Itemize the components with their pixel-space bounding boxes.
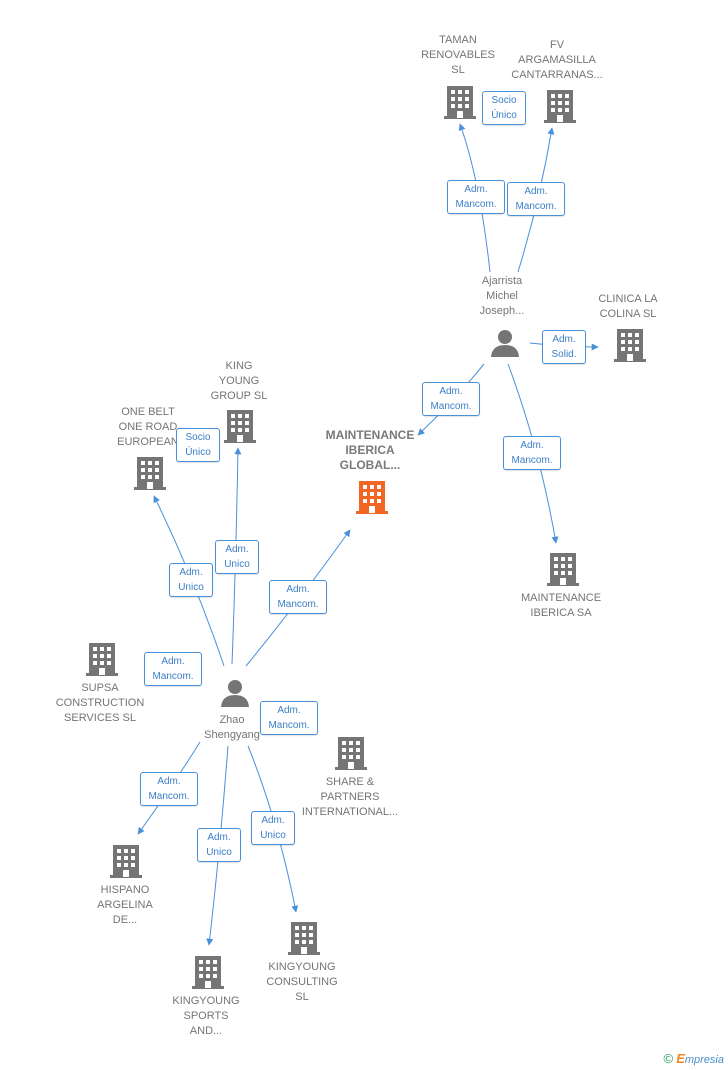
company-label: FV ARGAMASILLA CANTARRANAS... — [511, 39, 603, 81]
brand-initial: E — [676, 1051, 685, 1066]
company-taman-renovables[interactable]: TAMAN RENOVABLES SL — [405, 33, 511, 78]
company-share-partners[interactable]: SHARE & PARTNERS INTERNATIONAL... — [290, 775, 410, 820]
company-label: KING YOUNG GROUP SL — [210, 360, 268, 402]
person-label: Zhao Shengyang — [204, 714, 260, 741]
relation-tag-adm-solid[interactable]: Adm. Solid. — [542, 330, 586, 364]
relation-tag-adm-mancom[interactable]: Adm. Mancom. — [260, 701, 318, 735]
company-kingyoung-sports[interactable]: KINGYOUNG SPORTS AND... — [160, 994, 252, 1039]
relation-tag-adm-mancom[interactable]: Adm. Mancom. — [507, 182, 565, 216]
company-label: SHARE & PARTNERS INTERNATIONAL... — [301, 776, 399, 818]
relation-tag-adm-unico[interactable]: Adm. Unico — [197, 828, 241, 862]
company-hispano-argelina[interactable]: HISPANO ARGELINA DE... — [80, 883, 170, 928]
brand-name: mpresia — [684, 1054, 724, 1066]
company-kingyoung-consulting[interactable]: KINGYOUNG CONSULTING SL — [256, 960, 348, 1005]
company-king-young-group[interactable]: KING YOUNG GROUP SL — [196, 359, 282, 404]
person-zhao-shengyang[interactable]: Zhao Shengyang — [192, 713, 272, 743]
person-icon — [491, 330, 519, 357]
building-icon — [444, 86, 476, 119]
empresia-logo: © Empresia — [664, 1051, 724, 1066]
building-icon — [86, 643, 118, 676]
company-label: KINGYOUNG CONSULTING SL — [266, 961, 338, 1003]
company-one-belt-one-road[interactable]: ONE BELT ONE ROAD EUROPEAN — [102, 405, 194, 450]
copyright-symbol: © — [663, 1051, 674, 1066]
company-label: HISPANO ARGELINA DE... — [97, 884, 153, 926]
building-icon-highlighted — [356, 481, 388, 514]
company-label: MAINTENANCE IBERICA GLOBAL... — [325, 428, 415, 472]
relation-tag-adm-mancom[interactable]: Adm. Mancom. — [140, 772, 198, 806]
building-icon — [614, 329, 646, 362]
relation-tag-adm-mancom[interactable]: Adm. Mancom. — [269, 580, 327, 614]
company-label: CLINICA LA COLINA SL — [598, 293, 658, 320]
company-label: KINGYOUNG SPORTS AND... — [172, 995, 240, 1037]
company-clinica-la-colina[interactable]: CLINICA LA COLINA SL — [584, 292, 672, 322]
relation-tag-socio-unico[interactable]: Socio Único — [176, 428, 220, 462]
relation-tag-socio-unico[interactable]: Socio Único — [482, 91, 526, 125]
building-icon — [335, 737, 367, 770]
relation-tag-adm-unico[interactable]: Adm. Unico — [251, 811, 295, 845]
company-label: SUPSA CONSTRUCTION SERVICES SL — [55, 682, 145, 724]
relation-tag-adm-unico[interactable]: Adm. Unico — [215, 540, 259, 574]
relation-tag-adm-mancom[interactable]: Adm. Mancom. — [144, 652, 202, 686]
building-icon — [547, 553, 579, 586]
company-maintenance-iberica-global[interactable]: MAINTENANCE IBERICA GLOBAL... — [312, 428, 428, 473]
relation-tag-adm-unico[interactable]: Adm. Unico — [169, 563, 213, 597]
building-icon — [192, 956, 224, 989]
building-icon — [224, 410, 256, 443]
company-maintenance-iberica-sa[interactable]: MAINTENANCE IBERICA SA — [506, 591, 616, 621]
building-icon — [110, 845, 142, 878]
building-icon — [134, 457, 166, 490]
building-icon — [544, 90, 576, 123]
relation-tag-adm-mancom[interactable]: Adm. Mancom. — [422, 382, 480, 416]
company-fv-argamasilla[interactable]: FV ARGAMASILLA CANTARRANAS... — [498, 38, 616, 83]
company-label: TAMAN RENOVABLES SL — [421, 34, 495, 76]
company-label: ONE BELT ONE ROAD EUROPEAN — [117, 406, 179, 448]
person-ajarrista[interactable]: Ajarrista Michel Joseph... — [462, 274, 542, 319]
relation-tag-adm-mancom[interactable]: Adm. Mancom. — [447, 180, 505, 214]
building-icon — [288, 922, 320, 955]
person-label: Ajarrista Michel Joseph... — [479, 275, 525, 317]
company-supsa-construction[interactable]: SUPSA CONSTRUCTION SERVICES SL — [44, 681, 156, 726]
person-icon — [221, 680, 249, 707]
relation-tag-adm-mancom[interactable]: Adm. Mancom. — [503, 436, 561, 470]
company-label: MAINTENANCE IBERICA SA — [520, 592, 602, 619]
